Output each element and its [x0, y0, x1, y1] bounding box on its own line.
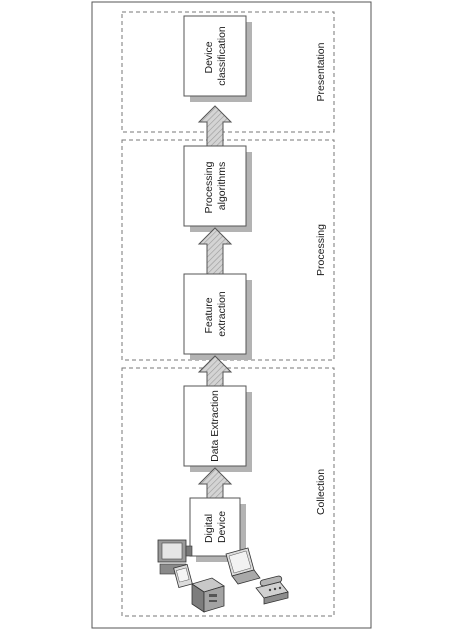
step-device-classification: Device classification: [183, 15, 252, 102]
flow-arrow: [197, 227, 233, 275]
stage-box-processing: [121, 139, 335, 361]
stage-label-presentation: Presentation: [315, 42, 327, 101]
svg-text:Feature extraction: Feature extraction: [203, 291, 228, 337]
stage-label-collection: Collection: [315, 469, 327, 515]
telephone-icon: [255, 575, 289, 605]
tablet-icon: [173, 564, 193, 588]
step-processing-algorithms: Processing algorithms: [183, 145, 252, 232]
desktop-computer-icon: [157, 539, 193, 575]
svg-text:Processing algorithms: Processing algorithms: [203, 159, 228, 214]
flow-arrow: [197, 467, 233, 501]
svg-text:Data Extraction: Data Extraction: [209, 390, 221, 462]
svg-text:Digital Device: Digital Device: [203, 511, 228, 543]
step-feature-extraction: Feature extraction: [183, 273, 252, 360]
step-label-line: Device: [216, 511, 228, 543]
step-label-line: extraction: [216, 291, 228, 337]
step-label-line: classification: [216, 26, 228, 86]
step-label-line: Device: [203, 41, 215, 73]
stage-label-processing: Processing: [315, 224, 327, 276]
stage-box-presentation: [121, 11, 335, 133]
outer-frame: [91, 1, 372, 629]
step-digital-device: Digital Device: [189, 497, 246, 562]
flow-arrow: [197, 105, 233, 149]
step-label-line: Digital: [203, 514, 215, 543]
step-label-line: algorithms: [216, 162, 228, 210]
laptop-icon: [225, 547, 261, 585]
step-label-line: Data Extraction: [209, 390, 221, 462]
server-tower-icon: [191, 577, 225, 613]
step-label-line: Feature: [203, 297, 215, 333]
svg-text:Device classification: Device classification: [203, 26, 228, 86]
stage-box-collection: [121, 367, 335, 617]
step-label-line: Processing: [203, 161, 215, 213]
step-data-extraction: Data Extraction: [183, 385, 252, 472]
